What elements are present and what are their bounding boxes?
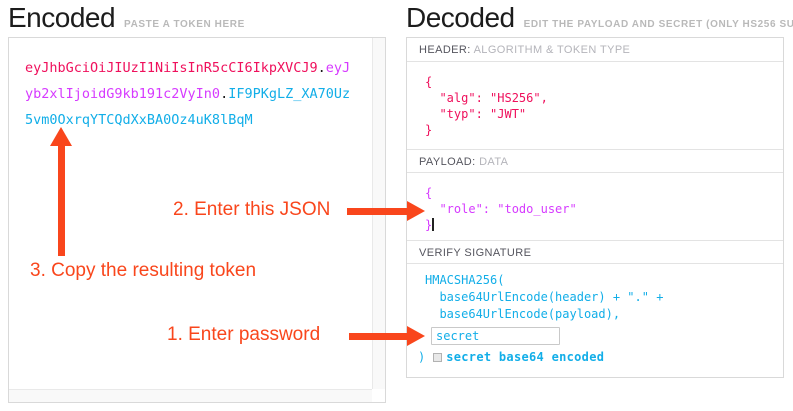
annotation-step2: 2. Enter this JSON bbox=[173, 199, 331, 220]
signature-code-text: HMACSHA256( base64UrlEncode(header) + ".… bbox=[425, 273, 664, 321]
horizontal-scrollbar[interactable] bbox=[9, 389, 372, 402]
arrow-up-shaft bbox=[57, 146, 65, 256]
verify-signature-area: HMACSHA256( base64UrlEncode(header) + ".… bbox=[407, 264, 783, 377]
text-cursor bbox=[432, 218, 434, 231]
payload-json-value: { "role": "todo_user" } bbox=[425, 186, 577, 232]
payload-section-label: PAYLOAD: DATA bbox=[407, 149, 783, 173]
payload-json-text: { "role": "todo_user" } bbox=[407, 173, 783, 233]
payload-json-editor[interactable]: { "role": "todo_user" } bbox=[407, 173, 783, 240]
token-separator-dot: . bbox=[220, 86, 229, 102]
token-separator-dot: . bbox=[317, 60, 326, 76]
annotation-step1: 1. Enter password bbox=[167, 324, 321, 345]
payload-label-secondary: DATA bbox=[479, 156, 509, 168]
token-payload-part: eyJyb2xlIjoidG9kb191c2VyIn0 bbox=[25, 60, 351, 102]
annotation-step3: 3. Copy the resulting token bbox=[30, 260, 257, 281]
annotation-step2-arrow-shaft bbox=[347, 208, 407, 215]
header-json-editor[interactable]: { "alg": "HS256", "typ": "JWT" } bbox=[407, 62, 783, 149]
annotation-up-arrow bbox=[50, 127, 72, 256]
header-label-secondary: ALGORITHM & TOKEN TYPE bbox=[473, 44, 631, 56]
encoded-title: Encoded bbox=[8, 2, 116, 33]
decoded-subtitle: EDIT THE PAYLOAD AND SECRET (ONLY HS256 … bbox=[523, 19, 793, 30]
encoded-subtitle: PASTE A TOKEN HERE bbox=[124, 19, 245, 30]
decoded-heading: Decoded EDIT THE PAYLOAD AND SECRET (ONL… bbox=[406, 2, 793, 34]
header-section-label: HEADER: ALGORITHM & TOKEN TYPE bbox=[407, 38, 783, 62]
payload-label-primary: PAYLOAD: bbox=[419, 156, 476, 168]
token-signature-part: IF9PKgLZ_XA70Uz5vm0OxrqYTCQdXxBA0Oz4uK8l… bbox=[25, 86, 351, 128]
encoded-token-text[interactable]: eyJhbGciOiJIUzI1NiIsInR5cCI6IkpXVCJ9.eyJ… bbox=[25, 55, 358, 133]
annotation-step1-arrow-head-icon bbox=[407, 326, 425, 346]
annotation-step2-arrow-head-icon bbox=[407, 201, 425, 221]
close-paren: ) bbox=[418, 350, 426, 364]
base64-checkbox[interactable] bbox=[433, 352, 443, 362]
secret-input[interactable] bbox=[431, 327, 560, 345]
arrow-up-head-icon bbox=[50, 127, 72, 146]
base64-encoded-row: ) secret base64 encoded bbox=[418, 350, 783, 364]
decoded-title: Decoded bbox=[406, 2, 515, 33]
verify-label-primary: VERIFY SIGNATURE bbox=[419, 247, 532, 259]
verify-section-label: VERIFY SIGNATURE bbox=[407, 240, 783, 264]
header-json-text: { "alg": "HS256", "typ": "JWT" } bbox=[425, 75, 548, 137]
encoded-heading: Encoded PASTE A TOKEN HERE bbox=[8, 2, 245, 34]
base64-checkbox-label[interactable]: secret base64 encoded bbox=[446, 350, 605, 364]
annotation-step1-arrow-shaft bbox=[349, 333, 407, 340]
header-label-primary: HEADER: bbox=[419, 44, 471, 56]
token-header-part: eyJhbGciOiJIUzI1NiIsInR5cCI6IkpXVCJ9 bbox=[25, 60, 318, 76]
decoded-panel: HEADER: ALGORITHM & TOKEN TYPE { "alg": … bbox=[406, 37, 784, 378]
